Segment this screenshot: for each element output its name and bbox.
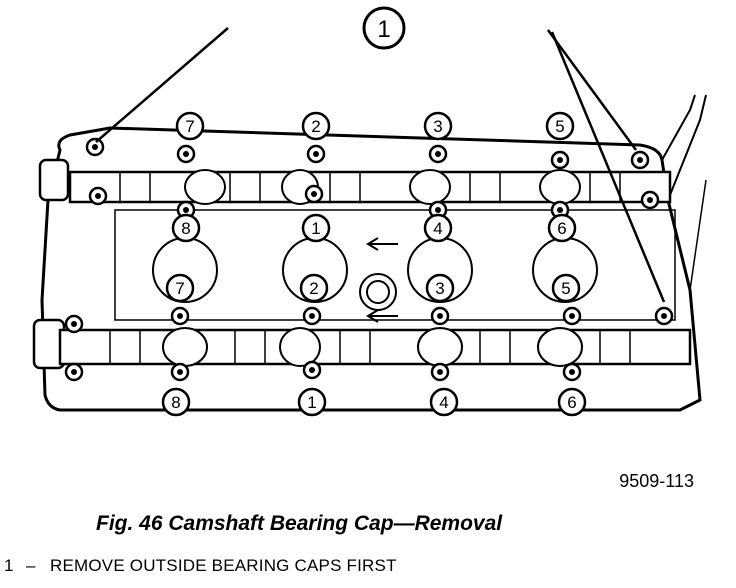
cap-label-number: 5 <box>561 279 570 298</box>
callout-leaders <box>95 27 666 303</box>
figure-caption: Fig. 46 Camshaft Bearing Cap—Removal <box>96 512 503 535</box>
bearing-cap-sequence-labels: 7 2 3 5 8 1 4 6 7 2 3 5 8 1 4 6 <box>161 111 587 417</box>
bolt-center <box>183 151 189 157</box>
figure-id: 9509-113 <box>619 471 694 491</box>
legend-dash: – <box>26 556 36 575</box>
bolt-center <box>637 157 643 163</box>
bolt-center <box>313 151 319 157</box>
bolt-center <box>661 313 667 319</box>
bolt-center <box>183 207 189 213</box>
bolt-center <box>557 207 563 213</box>
cap-label-lower-inner-5: 5 <box>551 273 581 303</box>
legend: 1–REMOVE OUTSIDE BEARING CAPS FIRST <box>4 556 397 576</box>
bolt-center <box>309 313 315 319</box>
cap-label-top-row-3: 3 <box>423 111 453 141</box>
cap-label-upper-inner-4: 4 <box>423 213 453 243</box>
cap-label-number: 4 <box>433 219 442 238</box>
cap-label-number: 7 <box>185 117 194 136</box>
cap-label-number: 3 <box>435 279 444 298</box>
cap-label-lower-inner-2: 2 <box>299 273 329 303</box>
upper-camshaft <box>68 169 672 205</box>
bolt-center <box>435 207 441 213</box>
bolt-center <box>177 313 183 319</box>
cap-label-lower-inner-7: 7 <box>165 273 195 303</box>
bearing-cap-bolts <box>64 137 674 382</box>
cap-label-upper-inner-1: 1 <box>301 213 331 243</box>
cap-label-top-row-7: 7 <box>175 111 205 141</box>
cap-label-number: 8 <box>181 219 190 238</box>
bolt-center <box>437 313 443 319</box>
cap-label-lower-inner-3: 3 <box>425 273 455 303</box>
legend-text: REMOVE OUTSIDE BEARING CAPS FIRST <box>50 556 397 575</box>
bolt-center <box>435 151 441 157</box>
cap-label-top-row-2: 2 <box>301 111 331 141</box>
cap-label-bottom-row-1: 1 <box>297 387 327 417</box>
bolt-center <box>71 321 77 327</box>
legend-number: 1 <box>4 556 14 575</box>
bolt-center <box>569 369 575 375</box>
cap-label-number: 6 <box>567 393 576 412</box>
cap-label-number: 7 <box>175 279 184 298</box>
callout-1: 1 <box>362 6 406 50</box>
cylinder-head-drawing <box>32 94 707 412</box>
cap-label-number: 8 <box>171 393 180 412</box>
bolt-center <box>95 193 101 199</box>
bolt-center <box>177 369 183 375</box>
bolt-center <box>311 191 317 197</box>
cap-label-number: 3 <box>433 117 442 136</box>
cap-label-upper-inner-6: 6 <box>547 213 577 243</box>
cap-label-upper-inner-8: 8 <box>171 213 201 243</box>
bolt-center <box>569 313 575 319</box>
cap-label-number: 2 <box>309 279 318 298</box>
callout-1-number: 1 <box>377 16 390 43</box>
cap-label-number: 6 <box>557 219 566 238</box>
cap-label-bottom-row-6: 6 <box>557 387 587 417</box>
cap-label-number: 5 <box>555 117 564 136</box>
bolt-center <box>309 367 315 373</box>
bolt-center <box>557 157 563 163</box>
cap-label-bottom-row-4: 4 <box>429 387 459 417</box>
lower-camshaft <box>58 327 692 367</box>
bolt-center <box>71 369 77 375</box>
bolt-center <box>437 369 443 375</box>
cap-label-top-row-5: 5 <box>545 111 575 141</box>
cap-label-number: 1 <box>311 219 320 238</box>
bolt-center <box>92 144 98 150</box>
bolt-center <box>647 197 653 203</box>
cap-label-bottom-row-8: 8 <box>161 387 191 417</box>
cap-label-number: 2 <box>311 117 320 136</box>
cap-label-number: 1 <box>307 393 316 412</box>
cap-label-number: 4 <box>439 393 448 412</box>
legend-item: 1–REMOVE OUTSIDE BEARING CAPS FIRST <box>4 556 397 576</box>
